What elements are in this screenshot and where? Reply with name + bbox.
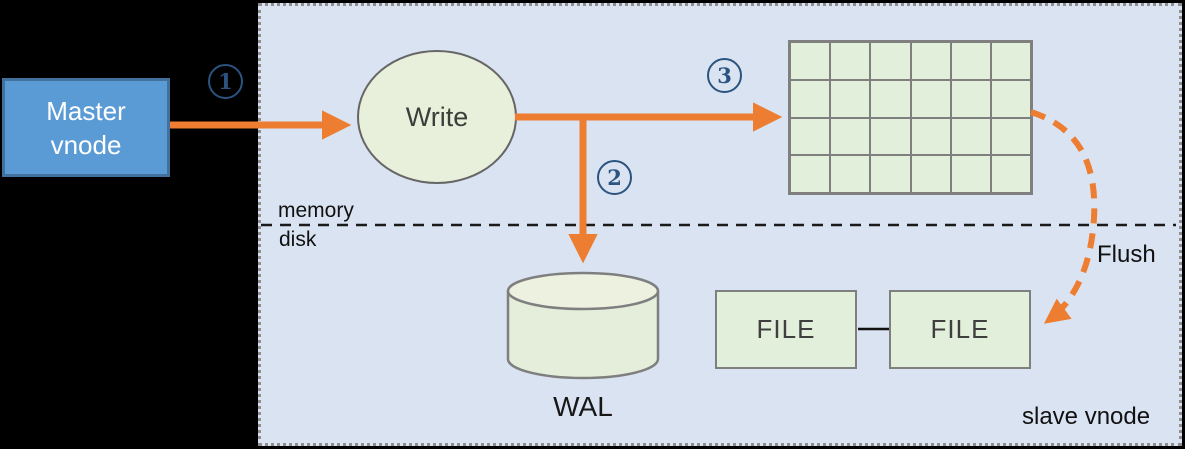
memtable-cell: [790, 79, 831, 118]
memtable-cell: [830, 155, 871, 193]
memtable-cell: [870, 117, 911, 156]
memtable-cell: [790, 155, 831, 193]
memtable-cell: [830, 79, 871, 118]
memtable-cell: [950, 155, 991, 193]
write-label: Write: [405, 101, 469, 132]
memtable-cell: [870, 42, 911, 80]
step-2-badge: 2: [597, 160, 632, 195]
file-box-1: FILE: [715, 290, 857, 369]
memtable-cell: [990, 42, 1031, 80]
memtable-cell: [950, 117, 991, 156]
wal-label: WAL: [553, 391, 613, 422]
memtable-cell: [990, 155, 1031, 193]
memtable-cell: [830, 117, 871, 156]
memtable-cell: [910, 155, 951, 193]
memtable-cell: [910, 79, 951, 118]
memtable-grid: [788, 40, 1033, 195]
memtable-cell: [790, 117, 831, 156]
memtable-cell: [950, 79, 991, 118]
memtable-cell: [830, 42, 871, 80]
memtable-cell: [790, 42, 831, 80]
memtable-cell: [910, 117, 951, 156]
file2-label: FILE: [930, 314, 990, 344]
memtable-cell: [910, 42, 951, 80]
memtable-cell: [870, 79, 911, 118]
file1-label: FILE: [756, 314, 816, 344]
disk-label: disk: [279, 228, 317, 251]
step-1-badge: 1: [208, 64, 243, 99]
master-vnode-label: Master vnode: [46, 95, 126, 160]
step-3-badge: 3: [707, 58, 742, 93]
memtable-cell: [990, 79, 1031, 118]
memtable-cell: [870, 155, 911, 193]
memtable-cell: [950, 42, 991, 80]
memory-label: memory: [278, 199, 354, 222]
slave-vnode-label: slave vnode: [1022, 403, 1151, 430]
master-vnode-box: Master vnode: [2, 78, 170, 177]
memtable-cell: [990, 117, 1031, 156]
write-node: Write: [357, 50, 517, 184]
flush-label: Flush: [1097, 241, 1156, 268]
file-box-2: FILE: [889, 290, 1031, 369]
